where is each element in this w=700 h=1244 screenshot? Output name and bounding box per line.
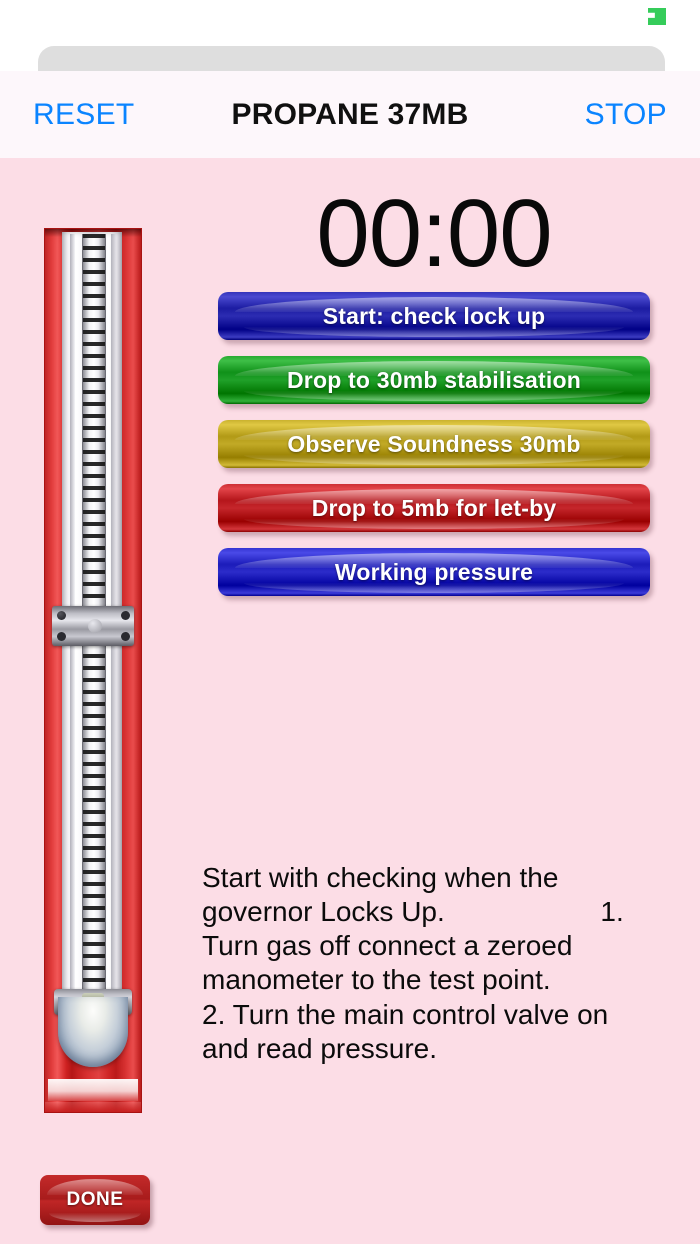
- manometer-foot: [48, 1079, 138, 1101]
- battery-icon: [648, 8, 666, 25]
- done-button-label: DONE: [66, 1189, 124, 1210]
- step-button-label: Start: check lock up: [322, 303, 546, 329]
- timer-display: 00:00: [316, 180, 552, 287]
- step-button-label: Drop to 5mb for let-by: [311, 495, 557, 521]
- step-button-start-check-lock-up[interactable]: Start: check lock up: [218, 292, 650, 340]
- step-button-label: Working pressure: [334, 559, 534, 585]
- instructions-text: Start with checking when the governor Lo…: [202, 862, 624, 1064]
- step-button-working-pressure[interactable]: Working pressure: [218, 548, 650, 596]
- navigation-bar: RESET PROPANE 37MB STOP: [0, 71, 700, 158]
- step-button-label: Observe Soundness 30mb: [287, 431, 581, 457]
- gloss-highlight-icon-done: [46, 1179, 144, 1195]
- step-button-observe-soundness-30mb[interactable]: Observe Soundness 30mb: [218, 420, 650, 468]
- main-content: 00:00 Start: check lock up Drop to 30mb …: [0, 158, 700, 1244]
- gloss-lowlight-icon-done: [48, 1213, 142, 1222]
- step-button-drop-to-5mb-for-let-by[interactable]: Drop to 5mb for let-by: [218, 484, 650, 532]
- step-button-drop-to-30mb-stabilisation[interactable]: Drop to 30mb stabilisation: [218, 356, 650, 404]
- status-bar: [0, 0, 700, 46]
- manometer-gauge-image: [44, 228, 142, 1113]
- stop-button[interactable]: STOP: [584, 97, 667, 131]
- step-button-label: Drop to 30mb stabilisation: [286, 367, 581, 393]
- manometer-u-bend-fluid: [58, 997, 128, 1067]
- done-button[interactable]: DONE: [40, 1175, 150, 1225]
- manometer-clamp: [52, 606, 134, 646]
- step-button-list: Start: check lock up Drop to 30mb stabil…: [218, 292, 650, 612]
- reset-button[interactable]: RESET: [33, 97, 135, 131]
